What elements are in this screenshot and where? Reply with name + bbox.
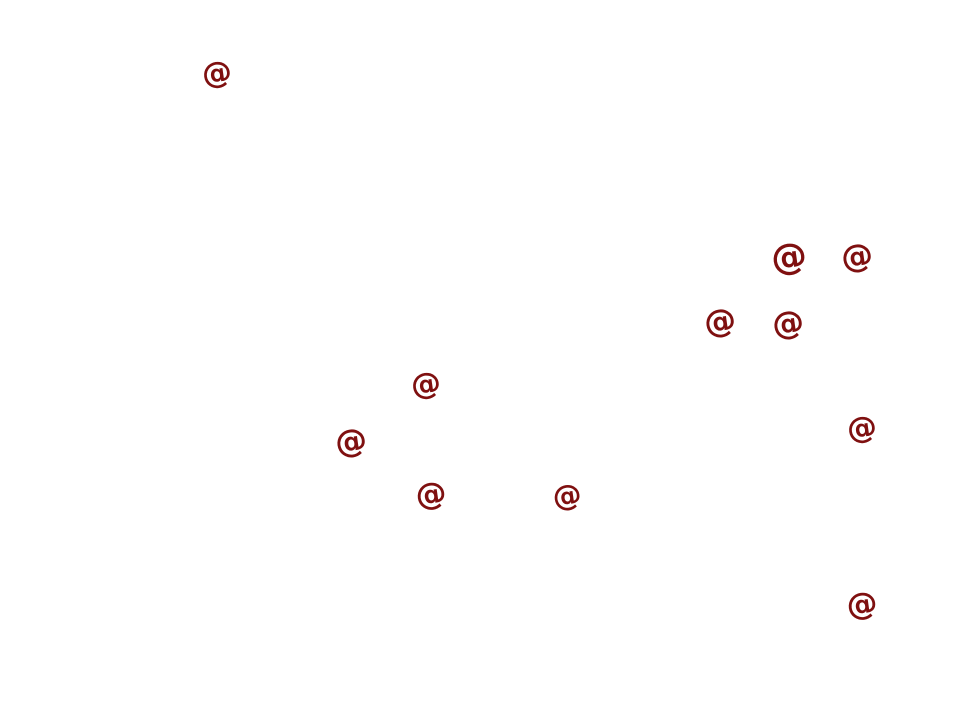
at-symbol[interactable]: @ xyxy=(844,584,880,625)
at-symbol[interactable]: @ xyxy=(550,476,584,515)
at-symbol[interactable]: @ xyxy=(844,409,880,448)
at-symbol[interactable]: @ xyxy=(768,234,810,281)
at-symbol[interactable]: @ xyxy=(701,299,739,343)
at-symbol[interactable]: @ xyxy=(769,301,807,345)
at-symbol[interactable]: @ xyxy=(199,54,235,93)
at-symbol[interactable]: @ xyxy=(413,474,449,515)
at-symbol[interactable]: @ xyxy=(332,419,370,463)
at-symbol[interactable]: @ xyxy=(408,365,444,404)
at-symbol[interactable]: @ xyxy=(838,234,876,278)
